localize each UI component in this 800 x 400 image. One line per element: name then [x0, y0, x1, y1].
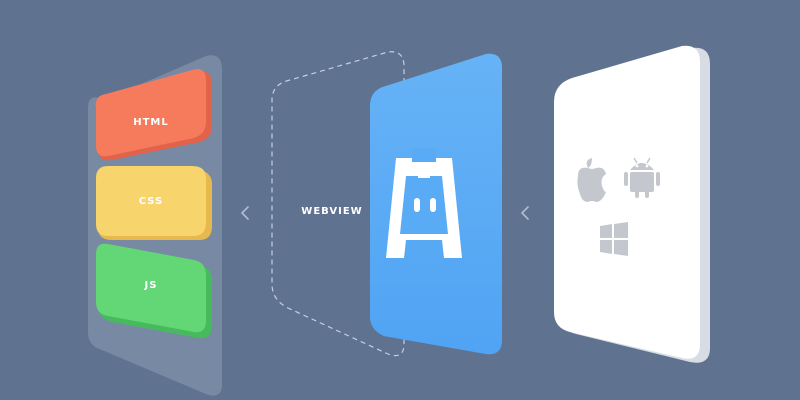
cordova-robot-icon [386, 148, 462, 258]
css-block [96, 166, 212, 240]
device-panel [554, 45, 710, 363]
webview-label: WEBVIEW [301, 206, 363, 217]
js-label: JS [144, 280, 158, 291]
chevron-left-icon [241, 206, 249, 220]
windows-icon [600, 222, 628, 256]
html-block [95, 69, 212, 161]
css-label: CSS [138, 196, 164, 207]
chevron-left-icon [521, 206, 529, 220]
android-icon [624, 157, 660, 198]
js-block [96, 243, 212, 339]
html-label: HTML [133, 117, 169, 128]
apple-icon [577, 158, 606, 202]
webview-outline [271, 51, 405, 357]
